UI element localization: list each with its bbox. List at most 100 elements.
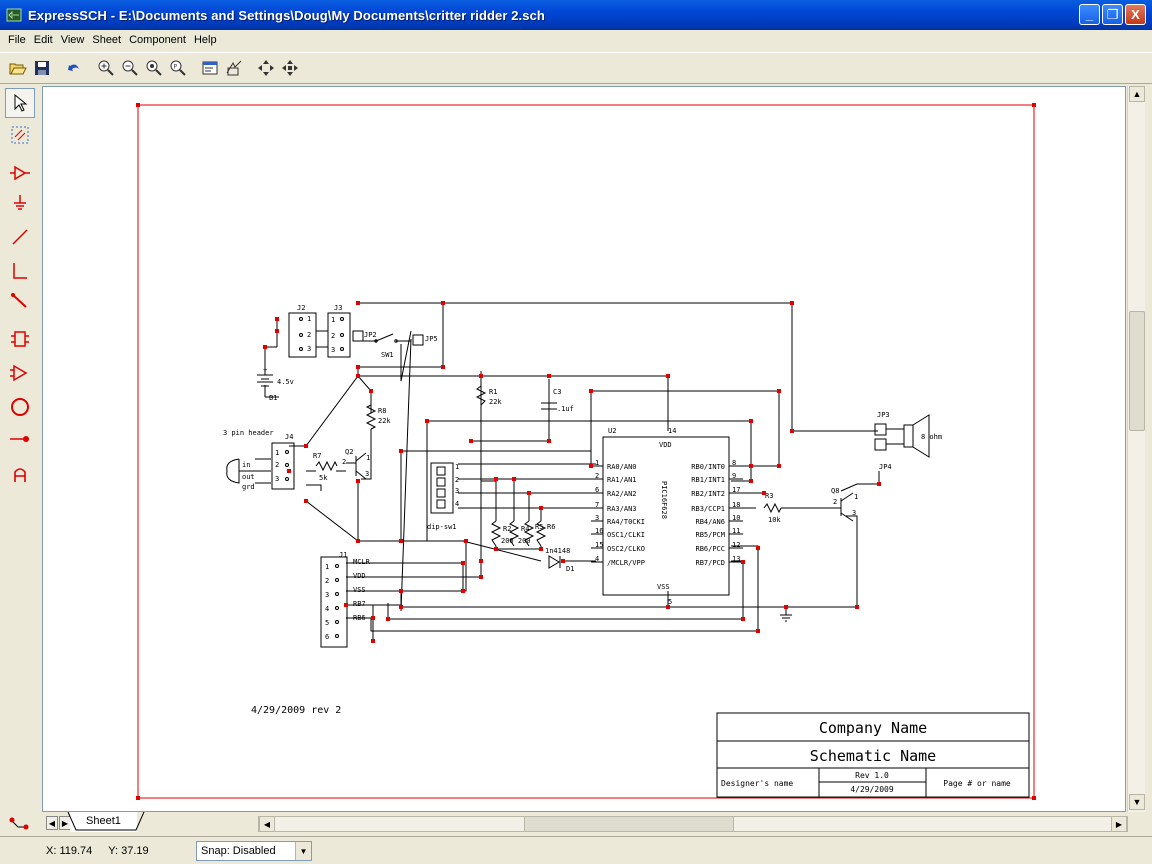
svg-text:P: P — [173, 64, 177, 71]
junction-dot — [741, 560, 745, 564]
j1-pin-number: 3 — [325, 591, 329, 599]
j1-pin-dot — [335, 564, 339, 568]
menu-sheet[interactable]: Sheet — [92, 34, 122, 46]
junction-wire-icon[interactable] — [5, 256, 35, 286]
pan-icon[interactable] — [254, 57, 277, 80]
zoom-in-icon[interactable] — [94, 57, 117, 80]
menu-component[interactable]: Component — [129, 34, 186, 46]
junction-dot — [589, 464, 593, 468]
chip-pin-label: RB7/PCD — [695, 559, 725, 567]
zoom-out-icon[interactable] — [118, 57, 141, 80]
pic-chip: U2 14 VDD VSS 5 PIC16F628 RA0/AN01RA1/AN… — [591, 427, 743, 606]
svg-text:.1uf: .1uf — [557, 405, 574, 413]
pan-center-icon[interactable] — [278, 57, 301, 80]
svg-text:5k: 5k — [319, 474, 328, 482]
netlist-icon[interactable] — [222, 57, 245, 80]
chip-pin-label: OSC2/CLKO — [607, 545, 645, 553]
scroll-right-icon[interactable]: ▶ — [1111, 816, 1127, 832]
scroll-down-icon[interactable]: ▼ — [1129, 794, 1145, 810]
junction-dot — [287, 469, 291, 473]
properties-icon[interactable] — [198, 57, 221, 80]
wire-mode-icon[interactable] — [6, 814, 32, 834]
close-button[interactable]: X — [1125, 4, 1146, 25]
chip-pin-number: 10 — [732, 514, 740, 522]
status-bar: X: 119.74 Y: 37.19 Snap: Disabled ▼ — [0, 836, 1152, 864]
svg-text:3: 3 — [455, 487, 459, 495]
chip-pin-number: 12 — [732, 541, 740, 549]
title-bar: ExpressSCH - E:\Documents and Settings\D… — [0, 0, 1152, 30]
svg-text:2: 2 — [833, 498, 837, 506]
junction-dot — [749, 464, 753, 468]
snap-dropdown[interactable]: Snap: Disabled ▼ — [196, 841, 312, 861]
junction-dot — [749, 419, 753, 423]
tool-palette — [0, 86, 40, 810]
junction-dot — [479, 374, 483, 378]
toolbar: P — [0, 52, 1152, 84]
junction-dot — [263, 345, 267, 349]
pin-icon[interactable] — [5, 424, 35, 454]
chip-pin-number: 7 — [595, 501, 599, 509]
chip-pin-number: 6 — [595, 486, 599, 494]
open-icon[interactable] — [6, 57, 29, 80]
vertical-scroll-thumb[interactable] — [1129, 311, 1145, 431]
zoom-fit-icon[interactable] — [142, 57, 165, 80]
maximize-button[interactable]: ❐ — [1102, 4, 1123, 25]
chevron-down-icon[interactable]: ▼ — [295, 842, 311, 860]
menu-help[interactable]: Help — [193, 34, 217, 46]
text-icon[interactable] — [5, 460, 35, 490]
window-title: ExpressSCH - E:\Documents and Settings\D… — [28, 7, 545, 23]
junction-dot — [275, 317, 279, 321]
j1-pin-dot — [335, 620, 339, 624]
wire-icon[interactable] — [5, 222, 35, 252]
horizontal-scrollbar[interactable]: ◀ ▶ — [258, 816, 1128, 832]
svg-text:U2: U2 — [608, 427, 616, 435]
amplifier-icon[interactable] — [5, 358, 35, 388]
svg-text:2: 2 — [275, 461, 279, 469]
schematic-drawing[interactable]: .w { stroke: #000; stroke-width: 1; fill… — [43, 87, 1126, 812]
scroll-left-icon[interactable]: ◀ — [259, 816, 275, 832]
svg-text:grd: grd — [242, 483, 255, 491]
circle-icon[interactable] — [5, 392, 35, 422]
menu-file[interactable]: File — [8, 34, 26, 46]
schematic-canvas[interactable]: .w { stroke: #000; stroke-width: 1; fill… — [42, 86, 1126, 812]
junction-dot — [666, 374, 670, 378]
select-region-icon[interactable] — [5, 120, 35, 150]
svg-text:2: 2 — [455, 476, 459, 484]
chip-pin-number: 17 — [732, 486, 740, 494]
svg-text:C3: C3 — [553, 388, 561, 396]
vertical-scrollbar[interactable]: ▲ ▼ — [1127, 86, 1145, 812]
component-icon[interactable] — [5, 158, 35, 188]
scroll-up-icon[interactable]: ▲ — [1129, 86, 1145, 102]
j1-pin-label: VSS — [353, 586, 366, 594]
j1-pin-number: 6 — [325, 633, 329, 641]
save-icon[interactable] — [30, 57, 53, 80]
svg-text:2: 2 — [342, 458, 346, 466]
j1-pin-label: RB6 — [353, 614, 366, 622]
tab-prev-icon[interactable]: ◀ — [46, 816, 58, 830]
tab-sheet1[interactable]: Sheet1 — [67, 812, 145, 832]
svg-text:R1: R1 — [489, 388, 497, 396]
junction-dot — [756, 629, 760, 633]
junction-dot — [855, 605, 859, 609]
junction-dot — [494, 477, 498, 481]
menu-view[interactable]: View — [60, 34, 85, 46]
minimize-button[interactable]: _ — [1079, 4, 1100, 25]
part-icon[interactable] — [5, 324, 35, 354]
chip-pin-number: 13 — [732, 555, 740, 563]
svg-text:1: 1 — [455, 463, 459, 471]
j1-pin-label: VDD — [353, 572, 366, 580]
j1-pin-dot — [335, 592, 339, 596]
j4-header: 3 pin header J4 123 in out grd — [223, 429, 295, 491]
junction-dot — [539, 547, 543, 551]
chip-pin-label: RB6/PCC — [695, 545, 725, 553]
zoom-page-icon[interactable]: P — [166, 57, 189, 80]
ground-icon[interactable] — [5, 188, 35, 218]
svg-text:JP5: JP5 — [425, 335, 438, 343]
horizontal-scroll-thumb[interactable] — [524, 817, 734, 831]
menu-edit[interactable]: Edit — [33, 34, 53, 46]
chip-pin-number: 16 — [595, 527, 603, 535]
undo-icon[interactable] — [62, 57, 85, 80]
pointer-icon[interactable] — [5, 88, 35, 118]
chip-pin-label: RA3/AN3 — [607, 505, 637, 513]
bus-icon[interactable] — [5, 286, 35, 316]
